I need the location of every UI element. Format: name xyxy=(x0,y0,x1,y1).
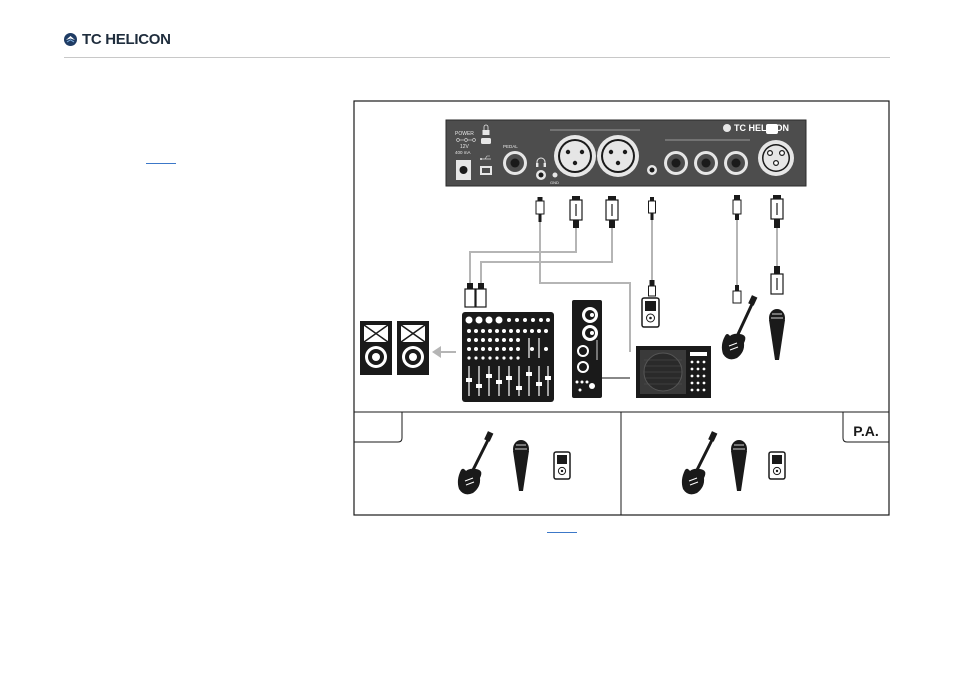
xlr-output-left xyxy=(554,135,596,177)
xlr-output-right xyxy=(597,135,639,177)
plug-xlr-left xyxy=(570,196,582,228)
left-panel-tab xyxy=(354,412,402,442)
microphone-icon-lower-left xyxy=(513,440,529,491)
amplifier-icon xyxy=(636,346,711,398)
pedal-label: PEDAL xyxy=(503,144,518,149)
device-rear-panel: POWER 12V 400 mA PEDAL xyxy=(446,120,806,186)
speaker-icon xyxy=(360,321,392,375)
xlr-cable-left xyxy=(470,228,576,283)
plug-xlr-right xyxy=(606,196,618,228)
current-label: 400 mA xyxy=(455,150,471,155)
media-player-icon-lower-left xyxy=(554,452,570,479)
guitar-icon xyxy=(722,295,758,359)
panel-logo-icon xyxy=(723,124,731,132)
gnd-label: GND xyxy=(550,180,559,185)
plug-headphone xyxy=(536,197,544,222)
plug-mixer-inputs xyxy=(465,283,486,307)
guitar-icon-lower-right xyxy=(682,431,718,494)
mixer-icon xyxy=(462,312,554,402)
microphone-icon xyxy=(769,309,785,360)
xlr-latch xyxy=(766,124,778,134)
guitar-icon-lower-left xyxy=(458,431,494,494)
media-player-icon-lower-right xyxy=(769,452,785,479)
speaker-icon-2 xyxy=(397,321,429,375)
kensington-slot xyxy=(481,138,491,144)
in-ear-monitor-unit xyxy=(572,300,602,398)
xlr-cable-right xyxy=(481,228,612,283)
panel-brand: TC HELICON xyxy=(734,123,789,133)
media-player-icon xyxy=(642,298,659,327)
microphone-icon-lower-right xyxy=(731,440,747,491)
power-label: POWER xyxy=(455,131,474,137)
mixer-to-pa-arrow xyxy=(432,346,456,358)
pa-label: P.A. xyxy=(853,423,878,439)
mic-input-xlr xyxy=(758,140,794,176)
ground-post xyxy=(553,173,558,178)
instrument-jack xyxy=(724,151,748,175)
guitar-thru-jack xyxy=(694,151,718,175)
guitar-input-jack xyxy=(664,151,688,175)
